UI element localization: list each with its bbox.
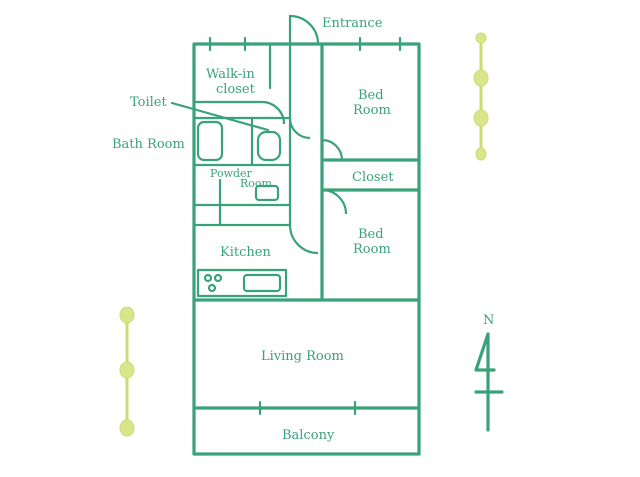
toilet-leader-line — [170, 101, 270, 132]
balcony-label: Balcony — [282, 428, 335, 443]
walk-in-closet-label-2: closet — [216, 82, 256, 97]
living-room-label: Living Room — [261, 349, 344, 364]
north-arrow: N — [474, 313, 504, 432]
tree-left — [119, 306, 135, 437]
north-label: N — [483, 313, 494, 328]
bed-room-2-label-1: Bed — [358, 227, 384, 242]
bed-room-2-label-2: Room — [353, 242, 391, 257]
bed-room-1-label-2: Room — [353, 103, 391, 118]
powder-room-label-1: Powder — [210, 167, 253, 180]
bath-fixtures — [196, 120, 282, 202]
bath-room-label: Bath Room — [112, 137, 185, 152]
closet-label: Closet — [352, 170, 394, 185]
kitchen-label: Kitchen — [220, 245, 271, 260]
door-swings — [261, 100, 348, 255]
entrance-label: Entrance — [322, 16, 383, 31]
entrance-door — [288, 14, 320, 45]
toilet-label: Toilet — [130, 95, 167, 110]
kitchen-counter — [196, 268, 288, 298]
powder-room-label-2: Room — [240, 177, 273, 190]
tree-right — [473, 32, 489, 161]
walk-in-closet-label-1: Walk-in — [206, 67, 255, 82]
window-marks — [208, 36, 402, 416]
interior-walls — [192, 42, 421, 302]
bed-room-1-label-1: Bed — [358, 88, 384, 103]
outer-walls — [192, 42, 421, 456]
